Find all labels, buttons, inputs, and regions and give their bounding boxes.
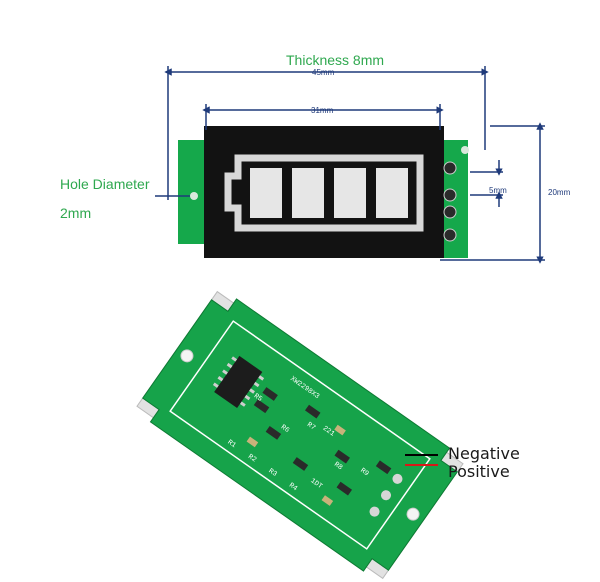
resistor-r4: R4 (287, 482, 298, 493)
dimension-lines (155, 66, 545, 264)
pin-3 (443, 205, 457, 219)
pin-1 (443, 161, 457, 175)
hole-diameter-label: Hole Diameter (60, 176, 150, 192)
pcb-board: XW2298X3 R1 R2 R3 R4 R5 R6 R7 R8 R9 221 … (136, 290, 464, 580)
pin-2 (443, 188, 457, 202)
hole-size-label: 2mm (60, 205, 92, 221)
mount-hole-right (461, 146, 469, 154)
resistor-r2: R2 (246, 453, 257, 464)
resistor-r5: R5 (252, 392, 263, 403)
thickness-label: Thickness 8mm (286, 52, 385, 68)
battery-bar-2 (292, 168, 324, 218)
overall-width-label: 45mm (312, 68, 335, 77)
battery-bar-3 (334, 168, 366, 218)
battery-icon (224, 154, 424, 232)
battery-bar-4 (376, 168, 408, 218)
resistor-r3: R3 (267, 467, 278, 478)
mount-hole-left (190, 192, 198, 200)
resistor-r6: R6 (279, 424, 290, 435)
battery-bar-1 (250, 168, 282, 218)
height-label: 20mm (548, 188, 571, 197)
resistor-r9: R9 (358, 467, 369, 478)
pin-pitch-label: 5mm (489, 186, 507, 195)
resistor-r8: R8 (332, 461, 343, 472)
resistor-r7: R7 (305, 421, 316, 432)
display-width-label: 31mm (311, 106, 334, 115)
resistor-r1: R1 (226, 439, 237, 450)
pin-4 (443, 228, 457, 242)
negative-label: Negative (448, 444, 520, 463)
positive-label: Positive (448, 462, 510, 481)
